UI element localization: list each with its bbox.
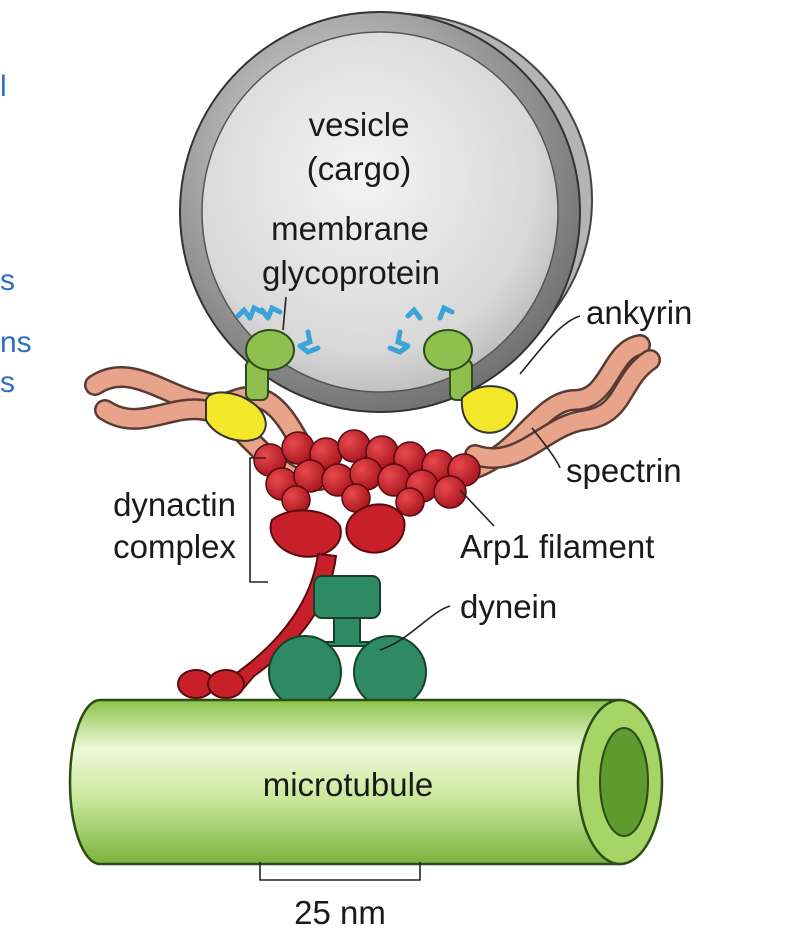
cargo-label: (cargo) <box>307 150 412 187</box>
microtubule-label: microtubule <box>263 766 434 803</box>
spectrin-leader <box>531 427 561 469</box>
clipped-text-4: s <box>0 366 15 399</box>
dynactin-bracket <box>249 457 268 583</box>
clipped-text-1: l <box>0 70 7 103</box>
arp1-filament <box>253 429 481 517</box>
dynein-label: dynein <box>460 588 557 625</box>
arp1-filament-label: Arp1 filament <box>460 528 654 565</box>
ankyrin-label: ankyrin <box>586 294 692 331</box>
clipped-text-3: ns <box>0 326 32 359</box>
spectrin-right <box>459 334 661 481</box>
ankyrin-left <box>205 391 267 442</box>
glycoprotein-right <box>387 304 473 401</box>
dynactin-label: dynactin <box>113 486 236 523</box>
leader-lines <box>249 296 581 881</box>
ankyrin-leader <box>519 315 581 375</box>
dynein-leader <box>379 605 451 651</box>
microtubule <box>68 698 664 866</box>
dynactin-complex <box>177 503 406 699</box>
vesicle-label: vesicle <box>309 106 410 143</box>
arp1-leader <box>459 489 495 527</box>
scale-bar <box>259 862 421 881</box>
spectrin-left <box>84 366 331 491</box>
clipped-text-2: s <box>0 264 15 297</box>
ankyrin-right <box>460 385 519 434</box>
scale-label: 25 nm <box>294 894 386 931</box>
glycoprotein-left <box>235 304 321 401</box>
membrane-label: membrane <box>271 210 429 247</box>
glycoprotein-leader <box>282 296 287 331</box>
glycoprotein-label: glycoprotein <box>262 254 440 291</box>
spectrin-label: spectrin <box>566 452 682 489</box>
dynein <box>268 575 427 709</box>
complex-label: complex <box>113 528 236 565</box>
